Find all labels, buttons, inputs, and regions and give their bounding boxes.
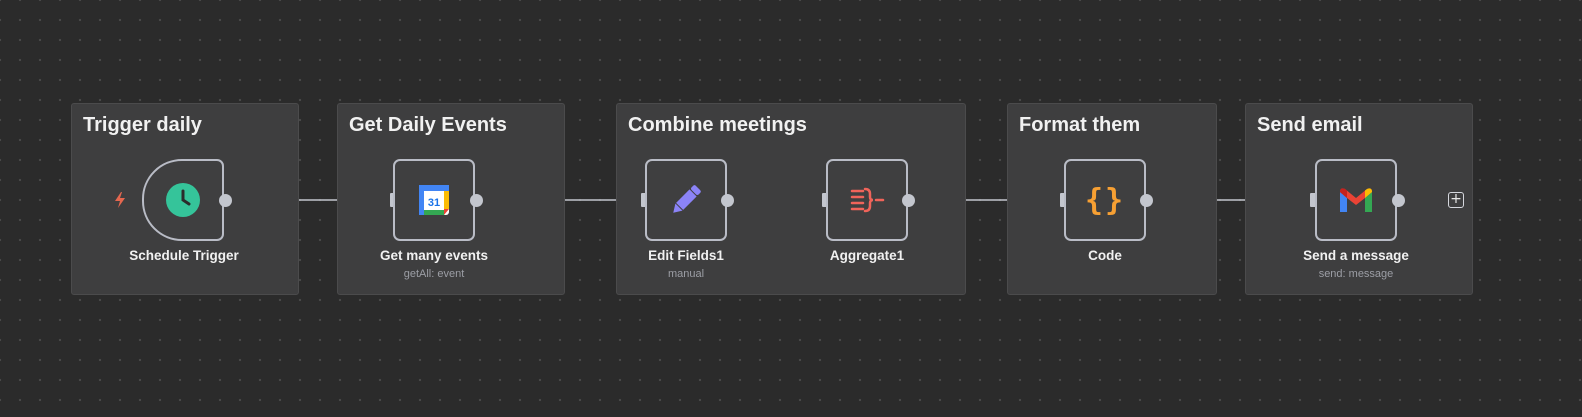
group-title: Trigger daily xyxy=(83,114,202,136)
node-label: Schedule Trigger xyxy=(129,248,239,263)
group-title: Format them xyxy=(1019,114,1141,136)
node-label: Get many events xyxy=(379,248,489,263)
group-get-daily-events[interactable]: Get Daily Events xyxy=(337,103,565,295)
node-code[interactable]: {} xyxy=(1064,159,1146,241)
aggregate-icon xyxy=(850,187,885,213)
code-braces-icon: {} xyxy=(1084,182,1126,218)
output-handle[interactable] xyxy=(470,194,483,207)
gmail-icon xyxy=(1340,188,1372,212)
node-subtitle: send: message xyxy=(1318,268,1394,280)
google-calendar-icon: 31 xyxy=(419,185,449,215)
output-handle[interactable] xyxy=(1140,194,1153,207)
node-label: Aggregate1 xyxy=(829,248,905,263)
node-edit-fields[interactable] xyxy=(645,159,727,241)
node-get-many-events[interactable]: 31 xyxy=(393,159,475,241)
node-schedule-trigger[interactable] xyxy=(142,159,224,241)
group-title: Combine meetings xyxy=(628,114,807,136)
clock-icon xyxy=(166,183,200,217)
node-label: Code xyxy=(1088,248,1122,263)
lightning-bolt-icon xyxy=(115,192,125,208)
calendar-date-text: 31 xyxy=(428,197,440,209)
node-label: Send a message xyxy=(1303,248,1409,263)
output-handle[interactable] xyxy=(721,194,734,207)
input-handle[interactable] xyxy=(1310,193,1316,207)
input-handle[interactable] xyxy=(1060,193,1066,207)
node-send-message[interactable] xyxy=(1315,159,1397,241)
node-aggregate[interactable] xyxy=(826,159,908,241)
group-title: Get Daily Events xyxy=(349,114,507,136)
node-label: Edit Fields1 xyxy=(648,248,724,263)
output-handle[interactable] xyxy=(902,194,915,207)
node-subtitle: getAll: event xyxy=(403,268,465,280)
pencil-icon xyxy=(673,185,701,213)
input-handle[interactable] xyxy=(822,193,828,207)
group-title: Send email xyxy=(1257,114,1363,136)
add-node-button[interactable]: + xyxy=(1448,192,1464,208)
node-subtitle: manual xyxy=(667,268,705,280)
output-handle[interactable] xyxy=(1392,194,1405,207)
output-handle[interactable] xyxy=(219,194,232,207)
input-handle[interactable] xyxy=(641,193,647,207)
